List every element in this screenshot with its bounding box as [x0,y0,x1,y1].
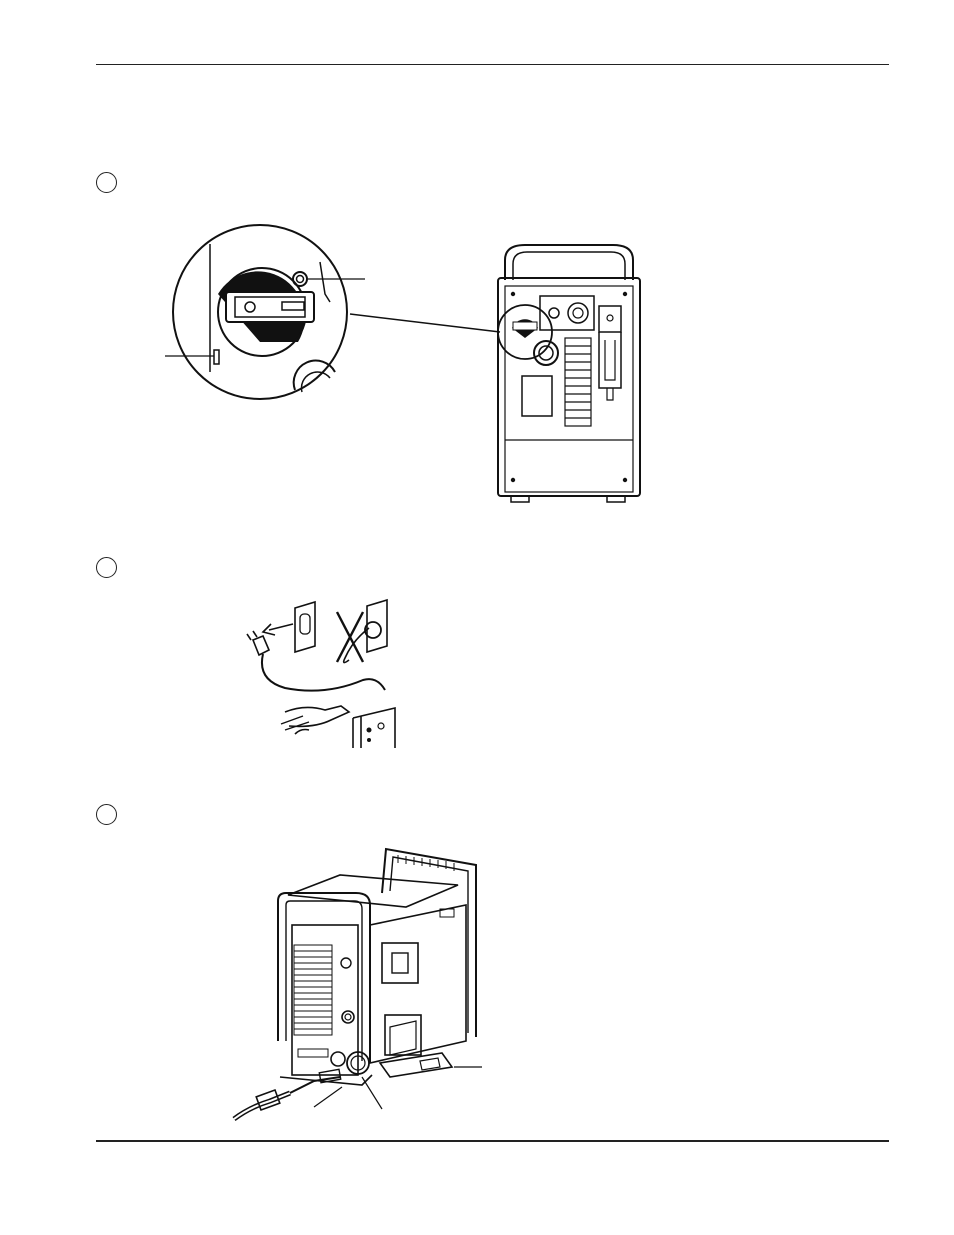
step-1-marker [96,172,117,193]
rear-panel-illustration [497,244,641,503]
unplug-power-cord-illustration [246,598,396,748]
power-switch-detail-illustration [165,224,501,400]
step-2-marker [96,557,117,578]
footer-rule [96,1140,889,1142]
step-3-marker [96,804,117,825]
header-rule [96,64,889,65]
cutting-system-rear-view-illustration [232,847,482,1122]
